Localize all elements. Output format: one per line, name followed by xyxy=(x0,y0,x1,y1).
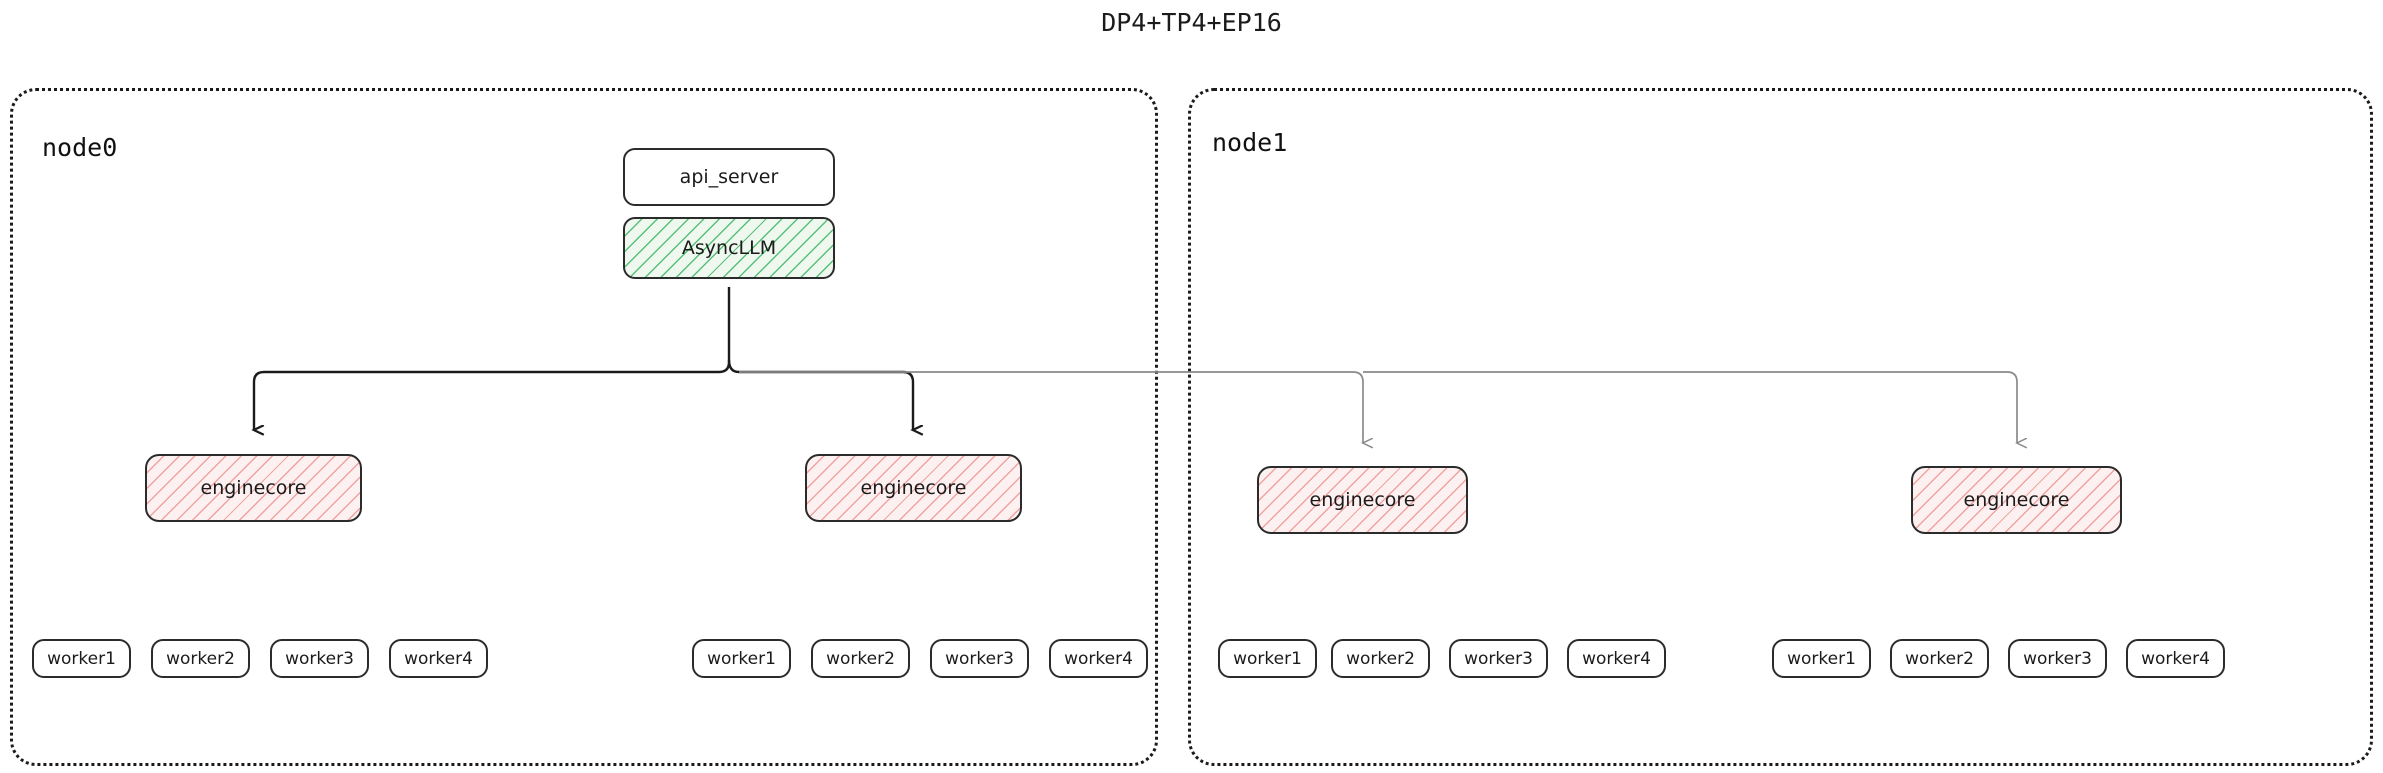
node-label-node0: node0 xyxy=(42,133,118,162)
diagram-title: DP4+TP4+EP16 xyxy=(1101,8,1282,37)
worker-box-node0-0-0[interactable]: worker1 xyxy=(32,639,131,678)
worker-box-node1-1-1[interactable]: worker2 xyxy=(1890,639,1989,678)
worker-box-node0-0-1[interactable]: worker2 xyxy=(151,639,250,678)
enginecore-box-node1-1[interactable]: enginecore xyxy=(1911,466,2122,534)
worker-box-node1-0-0[interactable]: worker1 xyxy=(1218,639,1317,678)
worker-box-node1-0-3[interactable]: worker4 xyxy=(1567,639,1666,678)
worker-box-node1-0-1[interactable]: worker2 xyxy=(1331,639,1430,678)
api-server-box[interactable]: api_server xyxy=(623,148,835,206)
worker-box-node1-0-2[interactable]: worker3 xyxy=(1449,639,1548,678)
worker-box-node0-1-3[interactable]: worker4 xyxy=(1049,639,1148,678)
worker-box-node0-0-3[interactable]: worker4 xyxy=(389,639,488,678)
async-llm-box[interactable]: AsyncLLM xyxy=(623,217,835,279)
node-label-node1: node1 xyxy=(1212,128,1288,157)
enginecore-box-node1-0[interactable]: enginecore xyxy=(1257,466,1468,534)
worker-box-node1-1-0[interactable]: worker1 xyxy=(1772,639,1871,678)
worker-box-node0-0-2[interactable]: worker3 xyxy=(270,639,369,678)
worker-box-node0-1-2[interactable]: worker3 xyxy=(930,639,1029,678)
worker-box-node0-1-0[interactable]: worker1 xyxy=(692,639,791,678)
worker-box-node1-1-2[interactable]: worker3 xyxy=(2008,639,2107,678)
worker-box-node1-1-3[interactable]: worker4 xyxy=(2126,639,2225,678)
enginecore-box-node0-1[interactable]: enginecore xyxy=(805,454,1022,522)
worker-box-node0-1-1[interactable]: worker2 xyxy=(811,639,910,678)
enginecore-box-node0-0[interactable]: enginecore xyxy=(145,454,362,522)
